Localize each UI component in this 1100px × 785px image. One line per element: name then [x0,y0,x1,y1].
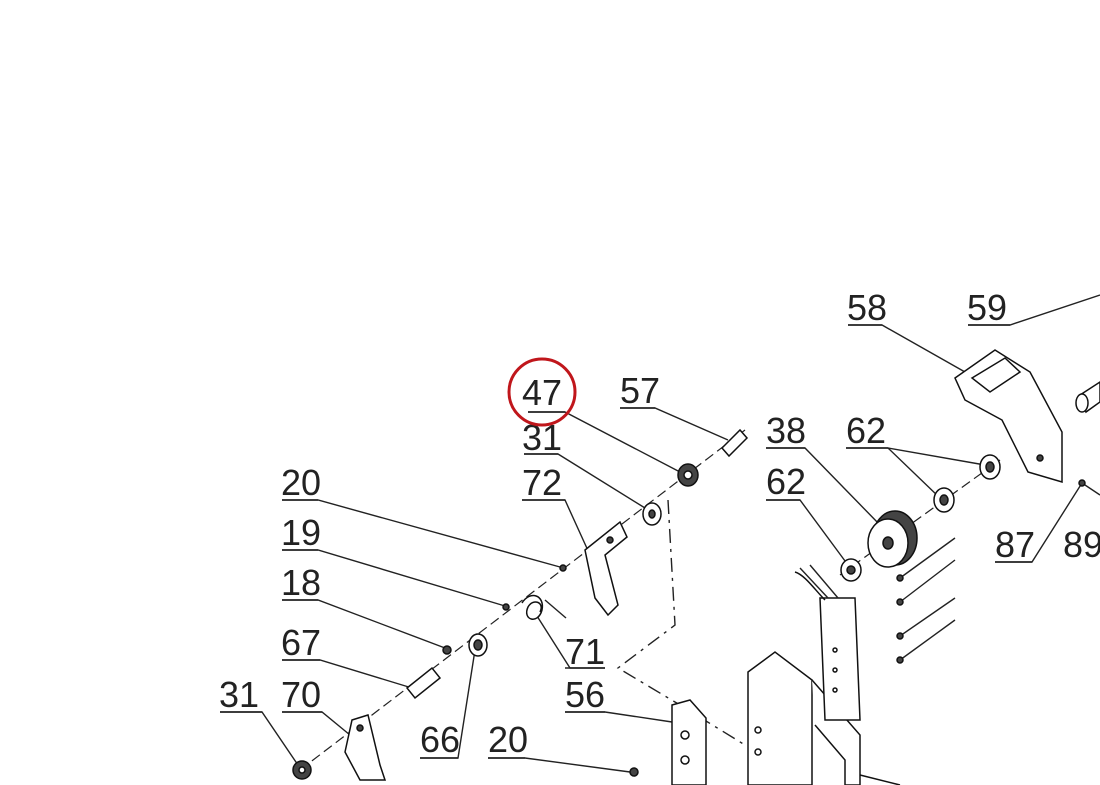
callout-labels: 58 59 47 57 31 38 62 62 72 20 19 18 87 8… [219,287,1100,760]
parts [292,349,1100,785]
callout-59: 59 [967,287,1007,328]
callout-62-upper: 62 [846,410,886,451]
highlight-ring [507,357,577,427]
callout-38: 38 [766,410,806,451]
callout-18: 18 [281,562,321,603]
callout-89: 89 [1063,524,1100,565]
callout-72: 72 [522,462,562,503]
callout-56: 56 [565,674,605,715]
callout-19: 19 [281,512,321,553]
callout-20-lower: 20 [488,719,528,760]
callout-71: 71 [565,631,605,672]
callout-57: 57 [620,370,660,411]
leader-lines [220,294,1100,773]
callout-47: 47 [522,372,562,413]
callout-67: 67 [281,622,321,663]
callout-20-upper: 20 [281,462,321,503]
callout-87: 87 [995,524,1035,565]
callout-66: 66 [420,719,460,760]
callout-58: 58 [847,287,887,328]
callout-70: 70 [281,674,321,715]
callout-31-lower: 31 [219,674,259,715]
callout-62-lower: 62 [766,461,806,502]
